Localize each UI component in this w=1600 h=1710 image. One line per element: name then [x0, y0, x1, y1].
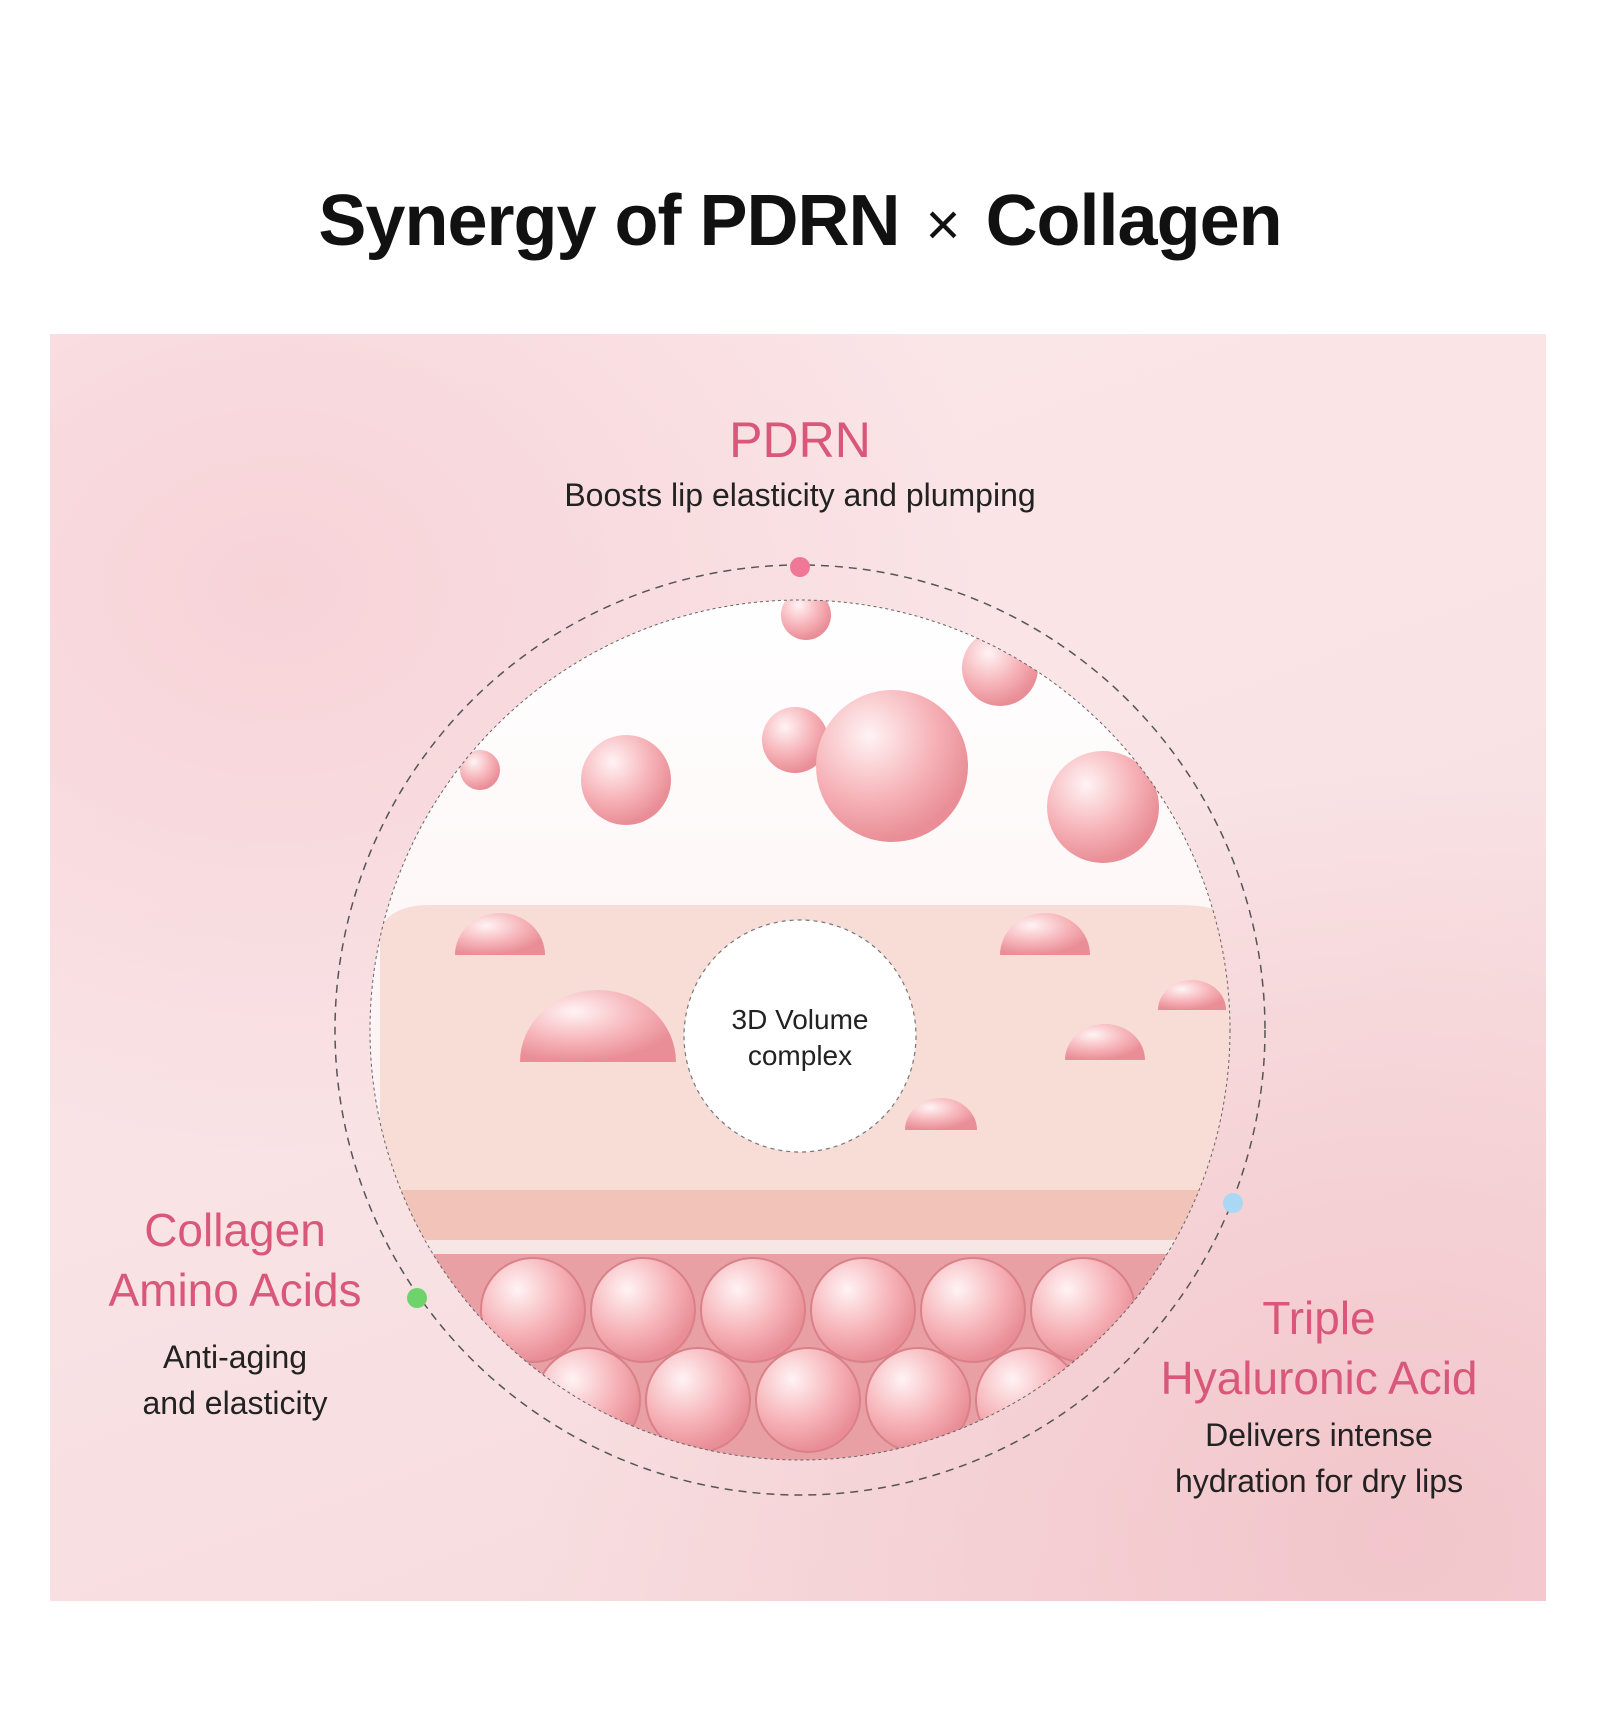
- page-title: Synergy of PDRN × Collagen: [0, 180, 1600, 262]
- center-line2: complex: [747, 1040, 853, 1071]
- hyaluronic-label-line2: Hyaluronic Acid: [1160, 1352, 1478, 1404]
- collagen-label: Collagen Amino Acids: [35, 1200, 435, 1320]
- collagen-label-line2: Amino Acids: [108, 1264, 362, 1316]
- center-line1: 3D Volume: [731, 1004, 869, 1035]
- collagen-desc-line1: Anti-aging: [162, 1339, 308, 1375]
- center-circle: [683, 919, 917, 1153]
- hyaluronic-desc-line1: Delivers intense: [1205, 1417, 1433, 1453]
- hyaluronic-desc: Delivers intense hydration for dry lips: [1119, 1412, 1519, 1504]
- times-symbol: ×: [925, 191, 961, 258]
- pdrn-label: PDRN: [729, 412, 871, 468]
- collagen-desc-line2: and elasticity: [142, 1385, 328, 1421]
- pdrn-dot: [790, 557, 810, 577]
- title-left: Synergy of PDRN: [318, 181, 900, 261]
- collagen-label-line1: Collagen: [144, 1204, 326, 1256]
- collagen-dot: [407, 1288, 427, 1308]
- hyaluronic-label: Triple Hyaluronic Acid: [1119, 1288, 1519, 1408]
- collagen-desc: Anti-aging and elasticity: [35, 1334, 435, 1426]
- hyaluronic-dot: [1223, 1193, 1243, 1213]
- title-right: Collagen: [985, 181, 1283, 261]
- pdrn-desc: Boosts lip elasticity and plumping: [564, 477, 1036, 513]
- hyaluronic-label-line1: Triple: [1262, 1292, 1376, 1344]
- hyaluronic-desc-line2: hydration for dry lips: [1174, 1463, 1464, 1499]
- center-label: 3D Volume complex: [684, 1002, 916, 1074]
